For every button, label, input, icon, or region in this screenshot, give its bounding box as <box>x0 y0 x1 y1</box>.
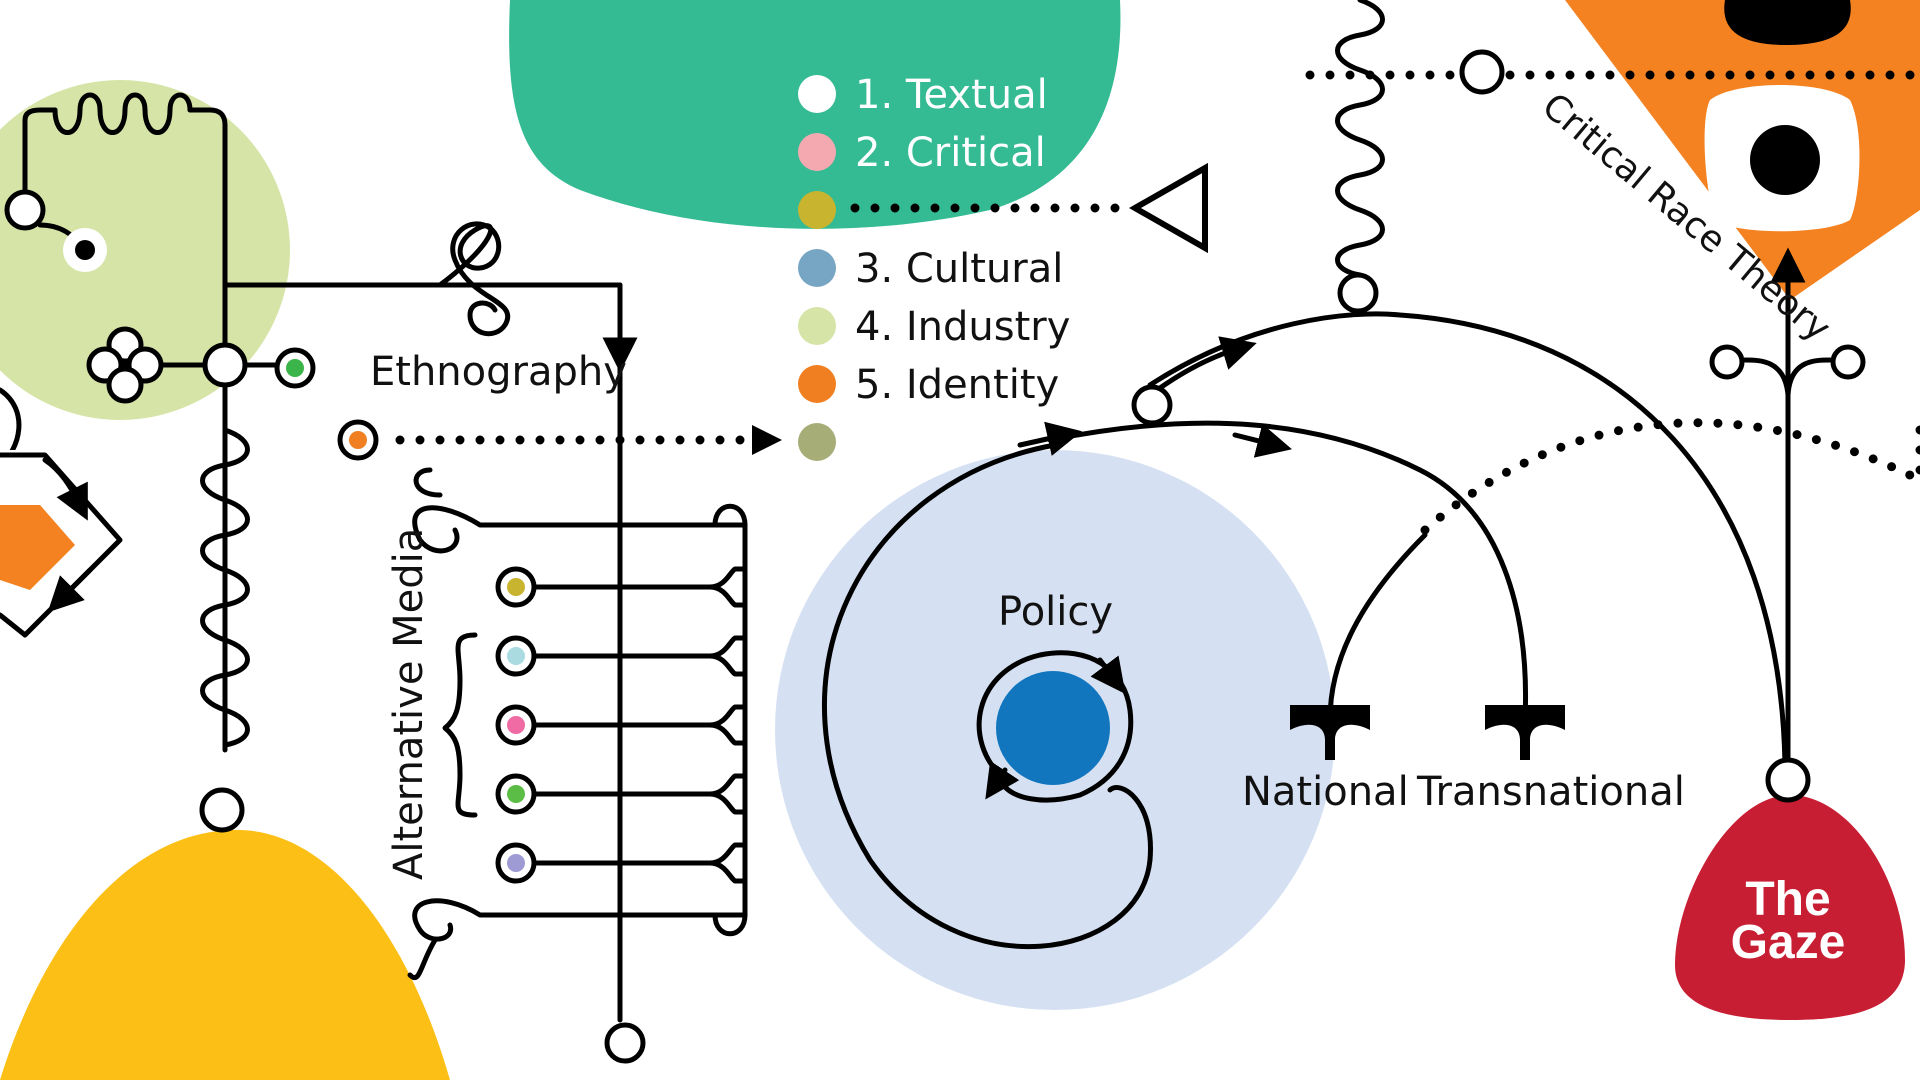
small-diamond <box>0 450 123 638</box>
green-blob <box>509 0 1121 229</box>
flower-icon <box>86 326 164 404</box>
legend-item: 2. Critical <box>798 130 1046 176</box>
media-row-line <box>532 842 748 884</box>
legend-item: 1. Textual <box>798 72 1048 118</box>
the-gaze-blob <box>1675 795 1905 1020</box>
media-row <box>495 566 748 608</box>
media-row-line <box>532 773 748 815</box>
media-row <box>495 635 748 677</box>
legend-swatch <box>798 133 836 171</box>
transnational-label: Transnational <box>1416 769 1685 815</box>
legend-swatch <box>798 307 836 345</box>
legend-item <box>798 191 836 229</box>
media-dot <box>507 854 525 872</box>
legend-swatch <box>798 423 836 461</box>
legend-swatch <box>798 365 836 403</box>
legend-swatch <box>798 249 836 287</box>
anchor-icon <box>1290 705 1565 760</box>
legend-item: 5. Identity <box>798 362 1059 408</box>
media-row <box>495 704 748 746</box>
legend-swatch <box>798 75 836 113</box>
light-green-blob <box>0 80 290 420</box>
media-row <box>495 842 748 884</box>
the-gaze-label-line1: The <box>1745 873 1830 926</box>
legend: 1. Textual 2. Critical 3. Cultural 4. Indus… <box>798 72 1070 461</box>
legend-item: 3. Cultural <box>798 246 1063 292</box>
coil-icon <box>1335 0 1385 314</box>
the-gaze-label-line2: Gaze <box>1731 916 1846 969</box>
alternative-media-rail <box>407 467 748 980</box>
policy-core <box>996 671 1110 785</box>
legend-swatch <box>798 191 836 229</box>
eye-icon <box>1704 0 1860 232</box>
legend-label: 3. Cultural <box>855 246 1063 292</box>
legend-label: 4. Industry <box>855 304 1070 350</box>
legend-label: 1. Textual <box>855 72 1048 118</box>
legend-label: 2. Critical <box>855 130 1046 176</box>
ethnography-label: Ethnography <box>370 349 627 395</box>
media-row-line <box>532 566 748 608</box>
media-dot <box>507 716 525 734</box>
spiral-icon <box>437 221 511 337</box>
media-row-line <box>532 635 748 677</box>
legend-item <box>798 423 836 461</box>
yellow-blob <box>0 829 450 1080</box>
media-dot <box>507 785 525 803</box>
legend-item: 4. Industry <box>798 304 1070 350</box>
national-label: National <box>1242 769 1409 815</box>
media-dot <box>507 578 525 596</box>
triangle-arrow-icon <box>1128 162 1208 254</box>
legend-label: 5. Identity <box>855 362 1059 408</box>
media-row <box>495 773 748 815</box>
policy-label: Policy <box>998 589 1113 635</box>
alternative-media-label: Alternative Media <box>386 528 432 880</box>
media-row-line <box>532 704 748 746</box>
media-dot <box>507 647 525 665</box>
